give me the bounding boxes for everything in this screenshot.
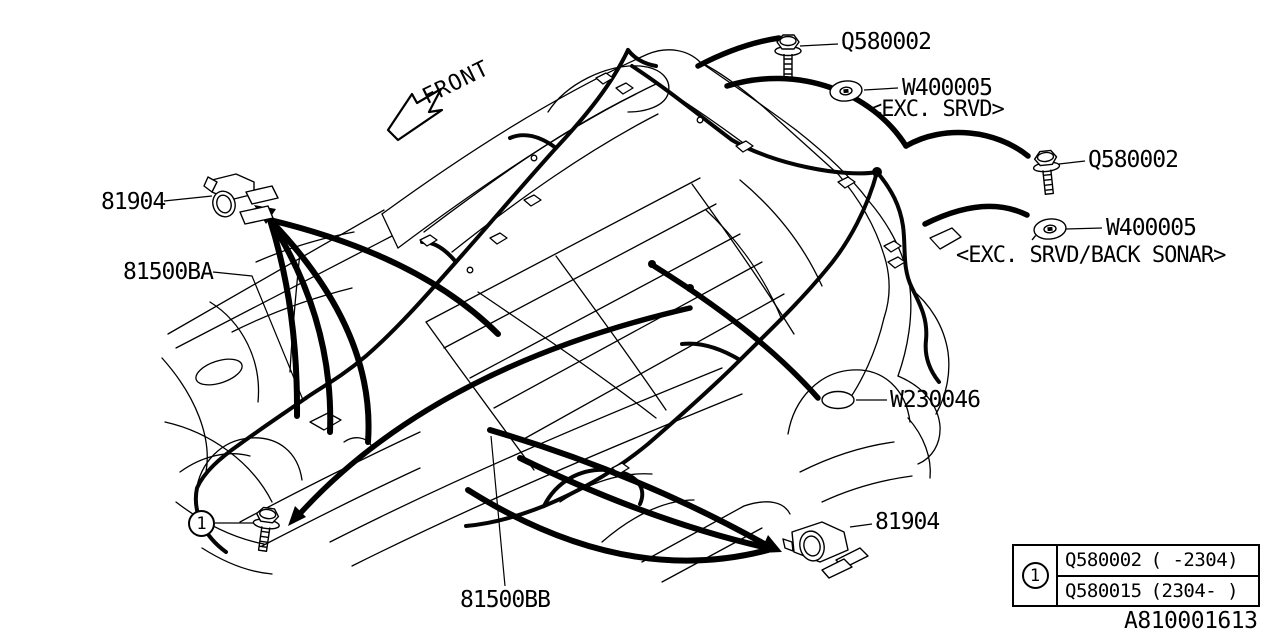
bolt-icon	[252, 506, 280, 552]
callout-q580002-top: Q580002	[841, 29, 932, 55]
front-arrow-icon	[386, 87, 444, 142]
wiring-harness	[193, 48, 941, 554]
legend-applicability: ( -2304)	[1150, 549, 1239, 572]
grommet-icon	[1031, 218, 1067, 241]
legend-part-no: Q580002	[1065, 549, 1142, 572]
routing-arrows	[267, 35, 1031, 564]
circled-number-icon: 1	[188, 510, 215, 537]
circled-number-icon: 1	[1021, 562, 1049, 589]
legend-row: Q580015 (2304- )	[1058, 574, 1258, 606]
car-body-wireframe	[161, 49, 962, 583]
legend-table: 1 Q580002 ( -2304) Q580015 (2304- )	[1012, 544, 1260, 607]
callout-81904-rear: 81904	[875, 509, 940, 535]
bolt-icon	[1032, 149, 1061, 195]
legend-row: Q580002 ( -2304)	[1058, 546, 1258, 575]
legend-applicability: (2304- )	[1150, 579, 1239, 602]
legend-part-no: Q580015	[1065, 579, 1142, 602]
callout-w400005-right-qualifier: <EXC. SRVD/BACK SONAR>	[956, 243, 1226, 268]
drawing-reference-number: A810001613	[1124, 608, 1258, 634]
callout-81904-front: 81904	[101, 189, 166, 215]
callout-81500bb: 81500BB	[460, 587, 551, 613]
callout-81500ba: 81500BA	[123, 259, 214, 285]
clip-icon	[821, 390, 855, 410]
callout-w400005-top: W400005	[902, 75, 993, 101]
connector-icon	[203, 173, 279, 225]
callout-w400005-right: W400005	[1106, 215, 1197, 241]
legend-symbol-cell: 1	[1014, 546, 1058, 605]
callout-q580002-right: Q580002	[1088, 147, 1179, 173]
bolt-icon	[774, 34, 802, 79]
leader-lines	[163, 43, 1103, 587]
callout-w400005-top-qualifier: <EXC. SRVD>	[869, 97, 1005, 122]
callout-w230046: W230046	[890, 387, 981, 413]
grommet-icon	[829, 80, 863, 102]
connector-icon	[782, 521, 869, 579]
